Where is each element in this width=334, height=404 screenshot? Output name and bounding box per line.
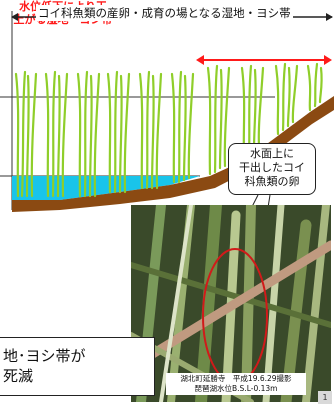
page-number: 1: [318, 391, 332, 404]
egg-photo: [131, 205, 331, 402]
callout-line3: 科魚類の卵: [244, 175, 300, 188]
photo-caption: 湖北町延勝寺 平成19.6.29撮影 琵琶湖水位B.S.L-0.13m: [166, 373, 306, 395]
reed-clump: [170, 70, 195, 184]
extent-arrow-right: [326, 13, 333, 21]
wetland-loss-note: 地･ヨシ帯が 死滅: [0, 337, 155, 396]
reed-clump: [14, 70, 38, 198]
extent-arrow-left: [11, 13, 18, 21]
wetland-loss-line1: 地･ヨシ帯が: [3, 347, 86, 365]
dried-zone-arrow-left: [196, 55, 204, 65]
photo-caption-line2: 琵琶湖水位B.S.L-0.13m: [194, 384, 278, 393]
reed-clump: [240, 64, 265, 160]
callout-line2: 干出したコイ: [239, 161, 305, 174]
photo-caption-line1: 湖北町延勝寺 平成19.6.29撮影: [180, 374, 292, 383]
top-caption: コイ科魚類の産卵・成育の場となる湿地・ヨシ帯: [36, 5, 293, 21]
reed-clumps: [14, 62, 323, 198]
reed-clump: [44, 70, 69, 198]
reed-clump: [274, 62, 299, 136]
reed-photo-illustration: [131, 205, 331, 402]
reed-clump: [206, 64, 231, 176]
callout-line1: 水面上に: [250, 147, 294, 160]
reed-clump: [76, 70, 101, 198]
wetland-loss-line2: 死滅: [3, 367, 34, 385]
photo-leaves: [131, 205, 331, 402]
reed-clump: [138, 70, 163, 190]
reed-clump: [306, 62, 323, 112]
reed-clump: [106, 70, 131, 194]
dried-zone-arrow-right: [324, 55, 332, 65]
egg-callout: 水面上に 干出したコイ 科魚類の卵: [228, 143, 316, 195]
